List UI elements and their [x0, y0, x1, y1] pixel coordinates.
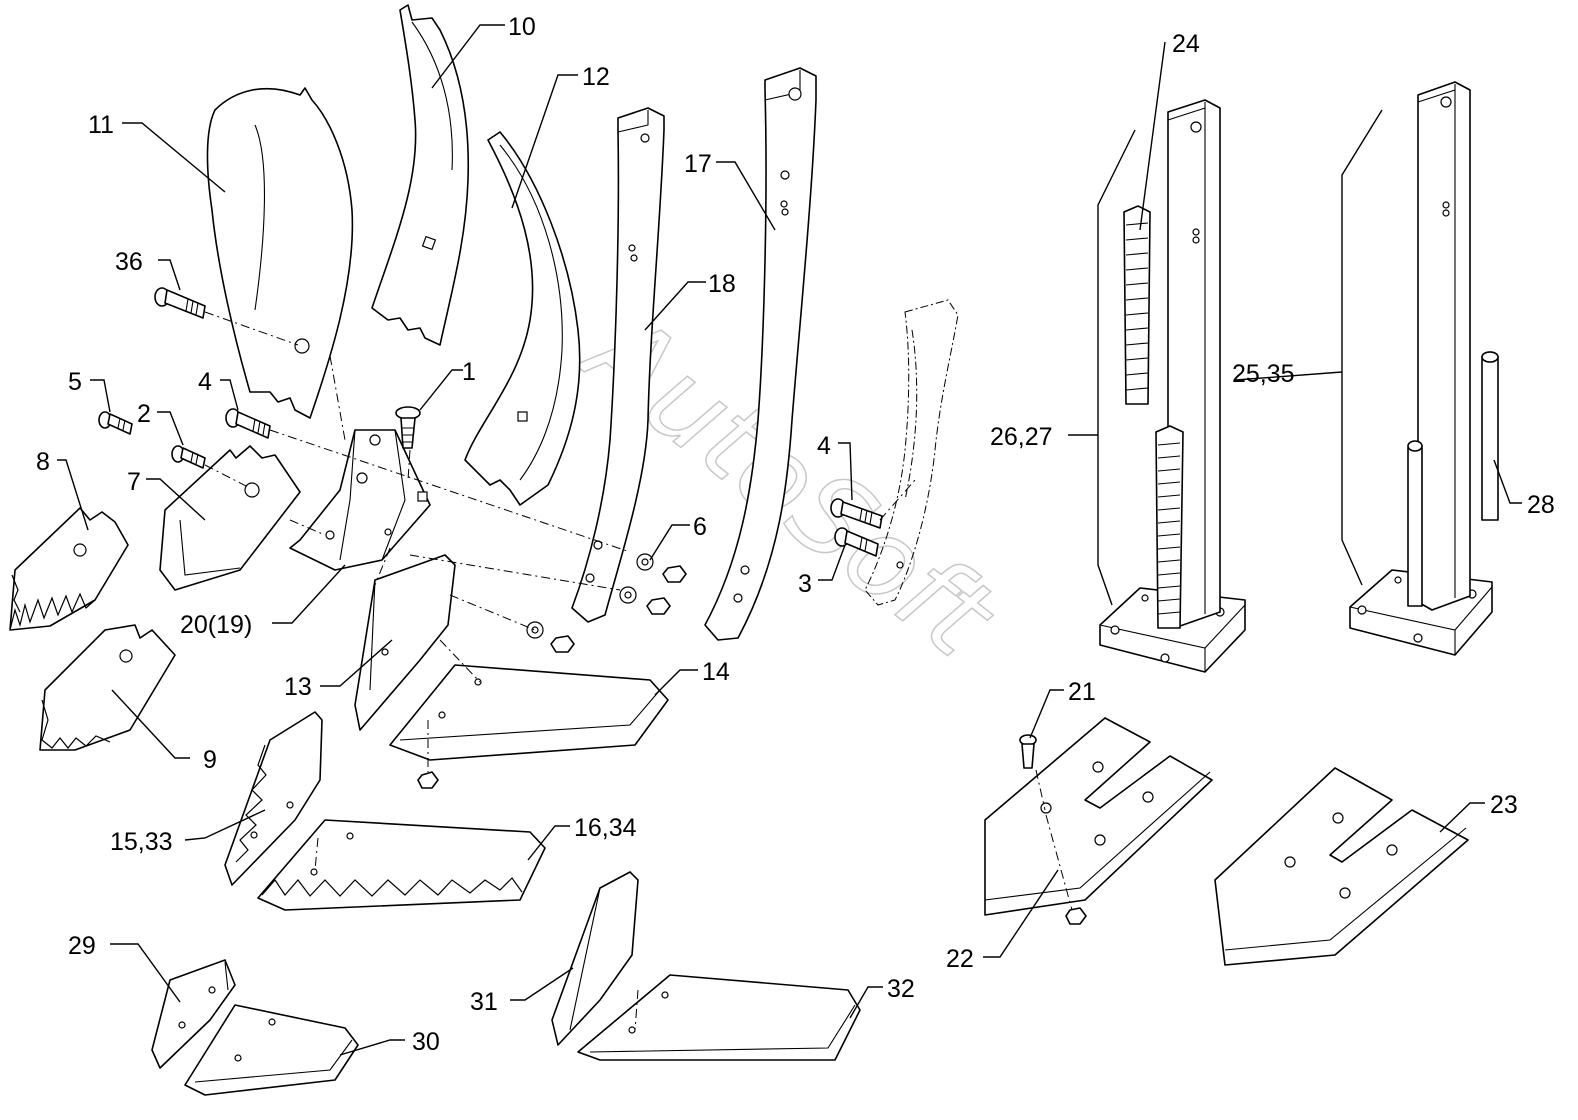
part-32-share — [577, 974, 861, 1061]
callout-17: 17 — [684, 150, 712, 178]
callout-31: 31 — [470, 988, 498, 1016]
assembly-centerlines — [204, 311, 1073, 1031]
callout-14: 14 — [702, 658, 730, 686]
part-16-toothed-share — [257, 819, 546, 911]
callout-21: 21 — [1068, 678, 1096, 706]
part-36-bolt — [154, 287, 206, 319]
part-4-bolt-upper — [225, 408, 271, 439]
part-13-wing — [354, 554, 456, 731]
part-29-small-wing — [151, 959, 236, 1069]
part-ghost-frog-outline — [864, 299, 959, 606]
callout-9: 9 — [203, 746, 217, 774]
part-25-standard-assembly — [1349, 81, 1493, 656]
callout-5: 5 — [68, 368, 82, 396]
part-15-toothed-wing — [224, 711, 323, 886]
part-31-wing — [551, 871, 639, 1046]
part-10-shin — [371, 4, 470, 346]
leader-lines — [57, 24, 1522, 1056]
part-14-share — [389, 664, 669, 789]
callout-20-19: 20(19) — [180, 611, 252, 639]
part-11-mouldboard — [206, 87, 354, 419]
callout-labels: 1 2 3 4 4 5 6 7 8 9 10 11 12 13 14 15,33… — [36, 13, 1555, 1056]
callout-4-upper: 4 — [198, 368, 212, 396]
callout-28: 28 — [1527, 491, 1555, 519]
callout-15-33: 15,33 — [110, 828, 173, 856]
part-6-nuts — [526, 553, 687, 653]
part-7-share — [159, 445, 301, 591]
callout-13: 13 — [284, 673, 312, 701]
callout-30: 30 — [412, 1028, 440, 1056]
part-1-bolt — [395, 406, 421, 449]
callout-4-lower: 4 — [817, 432, 831, 460]
callout-18: 18 — [708, 270, 736, 298]
callout-29: 29 — [68, 932, 96, 960]
part-22-slotted-share — [984, 717, 1213, 925]
part-4-bolt-lower — [830, 498, 883, 529]
part-5-bolt — [98, 411, 133, 435]
callout-23: 23 — [1490, 791, 1518, 819]
part-24-wear-strip — [1123, 205, 1151, 405]
part-12-curved-plate — [464, 131, 581, 506]
callout-16-34: 16,34 — [574, 814, 637, 842]
part-30-small-share — [184, 1004, 359, 1096]
callout-32: 32 — [887, 975, 915, 1003]
callout-12: 12 — [582, 63, 610, 91]
part-9-share — [39, 624, 176, 751]
callout-7: 7 — [127, 468, 141, 496]
part-17-standard — [704, 67, 817, 641]
callout-1: 1 — [462, 358, 476, 386]
callout-26-27: 26,27 — [990, 423, 1053, 451]
part-28-rod — [1481, 351, 1499, 521]
callout-25-35: 25,35 — [1232, 360, 1295, 388]
part-20-frog — [289, 429, 431, 571]
callout-3: 3 — [798, 570, 812, 598]
callout-22: 22 — [946, 945, 974, 973]
bracket-lines — [1097, 109, 1383, 606]
callout-2: 2 — [137, 400, 151, 428]
callout-24: 24 — [1172, 30, 1200, 58]
callout-6: 6 — [693, 513, 707, 541]
callout-11: 11 — [88, 111, 114, 139]
part-2-bolt — [171, 445, 206, 469]
callout-36: 36 — [115, 248, 143, 276]
part-18-flat-bar — [571, 107, 665, 623]
part-23-slotted-share — [1214, 767, 1469, 966]
callout-10: 10 — [508, 13, 536, 41]
part-26-standard-assembly — [1099, 99, 1246, 673]
part-3-bolt — [834, 527, 879, 557]
part-8-toothed-share — [9, 507, 129, 631]
callout-8: 8 — [36, 448, 50, 476]
